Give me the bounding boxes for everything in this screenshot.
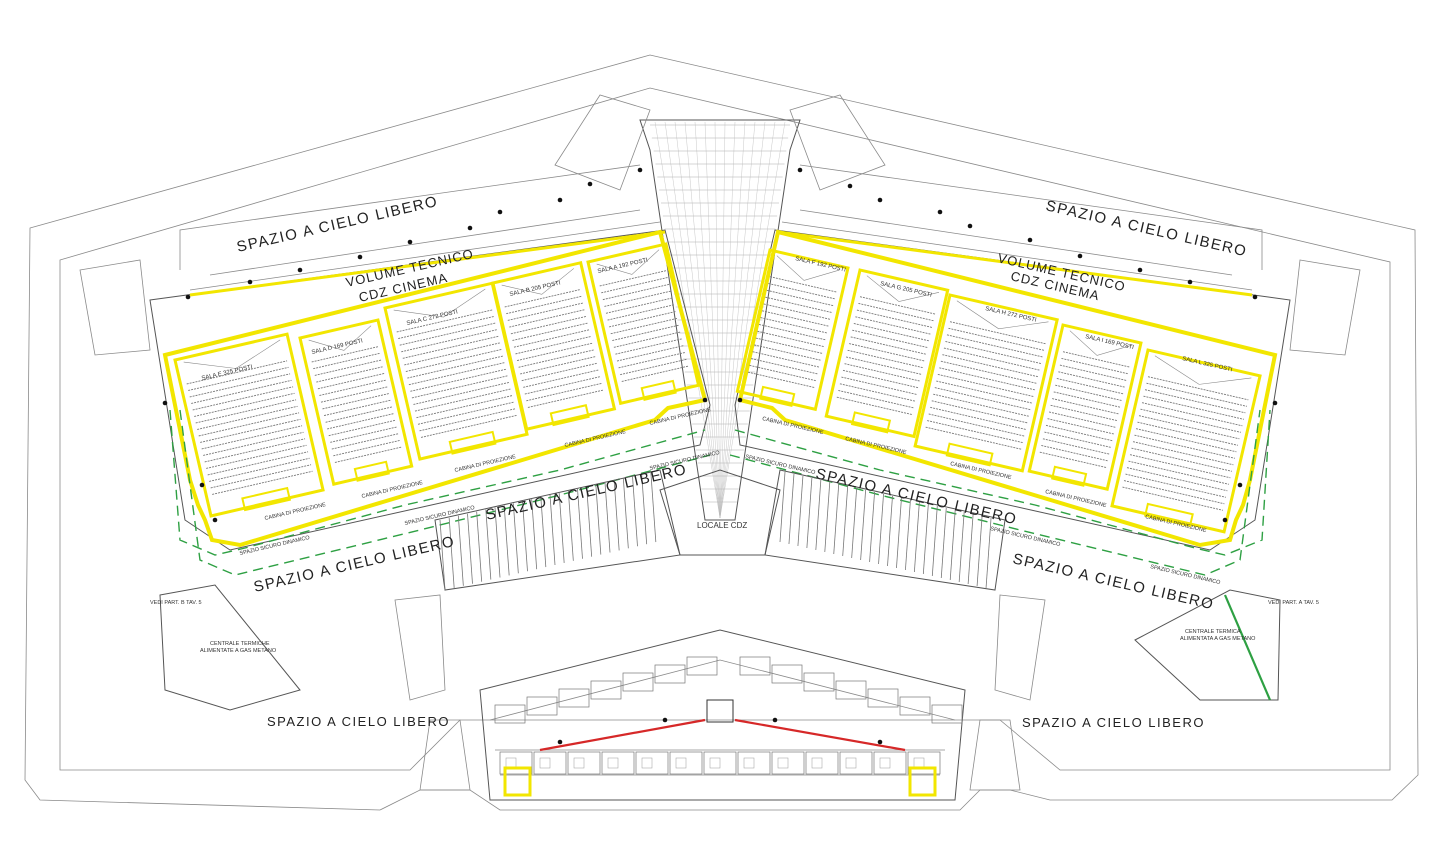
label-open-space-top-right: SPAZIO A CIELO LIBERO bbox=[1044, 197, 1249, 260]
bay-left bbox=[419, 719, 471, 791]
label-open-space-bottom-right: SPAZIO A CIELO LIBERO bbox=[1022, 715, 1205, 730]
label-cabina-b: CABINA DI PROIEZIONE bbox=[564, 429, 627, 449]
label-spazio-sicuro-5: SPAZIO SICURO DINAMICO bbox=[990, 526, 1062, 548]
label-cabina-g: CABINA DI PROIEZIONE bbox=[845, 436, 908, 456]
lower-building bbox=[479, 629, 966, 801]
label-cabina-d: CABINA DI PROIEZIONE bbox=[361, 480, 424, 500]
hall-left-4 bbox=[586, 242, 701, 406]
stair-left-lower bbox=[394, 594, 446, 701]
escape-route-left-outer bbox=[179, 409, 711, 576]
label-vedi-right: VEDI PART. A TAV. 5 bbox=[1268, 600, 1319, 606]
inner-boundary bbox=[59, 87, 1391, 771]
left-wing bbox=[79, 94, 711, 551]
hall-label-e: SALA E 325 POSTI bbox=[201, 364, 253, 382]
site-boundary bbox=[24, 54, 1419, 811]
escape-route-right-outer bbox=[729, 409, 1261, 576]
hall-right-2 bbox=[913, 293, 1059, 473]
hall-label-d: SALA D 169 POSTI bbox=[311, 338, 364, 356]
structural-columns bbox=[162, 167, 1278, 745]
bay-right bbox=[969, 719, 1021, 791]
escape-route-right bbox=[734, 409, 1271, 556]
label-centrale-left-2: ALIMENTATE A GAS METANO bbox=[200, 648, 277, 654]
label-centrale-right-2: ALIMENTATA A GAS METANO bbox=[1180, 636, 1256, 642]
label-cabina-f: CABINA DI PROIEZIONE bbox=[762, 416, 825, 436]
locale-cdz bbox=[659, 469, 781, 556]
hall-label-c: SALA C 272 POSTI bbox=[406, 309, 459, 327]
hall-right-1 bbox=[824, 268, 950, 439]
left-halls bbox=[173, 242, 701, 518]
hall-label-b: SALA B 205 POSTI bbox=[509, 280, 561, 298]
label-spazio-sicuro-4: SPAZIO SICURO DINAMICO bbox=[745, 454, 817, 476]
centrale-right-room bbox=[1134, 589, 1281, 701]
green-wall bbox=[1223, 594, 1272, 701]
label-cabina-e: CABINA DI PROIEZIONE bbox=[264, 502, 327, 522]
escape-route-left bbox=[169, 409, 706, 556]
label-centrale-left-1: CENTRALE TERMICHE bbox=[210, 641, 270, 647]
label-vedi-left: VEDI PART. B TAV. 5 bbox=[150, 600, 202, 606]
right-wing bbox=[734, 94, 1361, 551]
central-atrium bbox=[639, 119, 801, 521]
hall-left-0 bbox=[173, 332, 325, 518]
label-open-space-low-right: SPAZIO A CIELO LIBERO bbox=[1011, 550, 1216, 613]
hall-left-3 bbox=[491, 260, 617, 431]
hall-right-0 bbox=[735, 248, 850, 412]
right-halls bbox=[735, 248, 1262, 534]
hall-right-4 bbox=[1110, 348, 1262, 534]
label-open-space-bottom-left: SPAZIO A CIELO LIBERO bbox=[267, 714, 450, 729]
hall-left-2 bbox=[383, 281, 529, 461]
ramp-left bbox=[434, 469, 681, 591]
right-fire-compartment bbox=[737, 229, 1278, 548]
stair-right-lower bbox=[994, 594, 1046, 701]
label-centrale-right-1: CENTRALE TERMICA bbox=[1185, 629, 1241, 635]
hall-label-l: SALA L 325 POSTI bbox=[1182, 356, 1234, 373]
label-open-space-top-left: SPAZIO A CIELO LIBERO bbox=[235, 193, 440, 256]
hall-right-3 bbox=[1027, 323, 1143, 491]
hall-left-1 bbox=[298, 318, 414, 486]
label-locale-cdz: LOCALE CDZ bbox=[697, 521, 747, 530]
centrale-left-room bbox=[159, 584, 301, 711]
ramp-right bbox=[764, 469, 1006, 591]
